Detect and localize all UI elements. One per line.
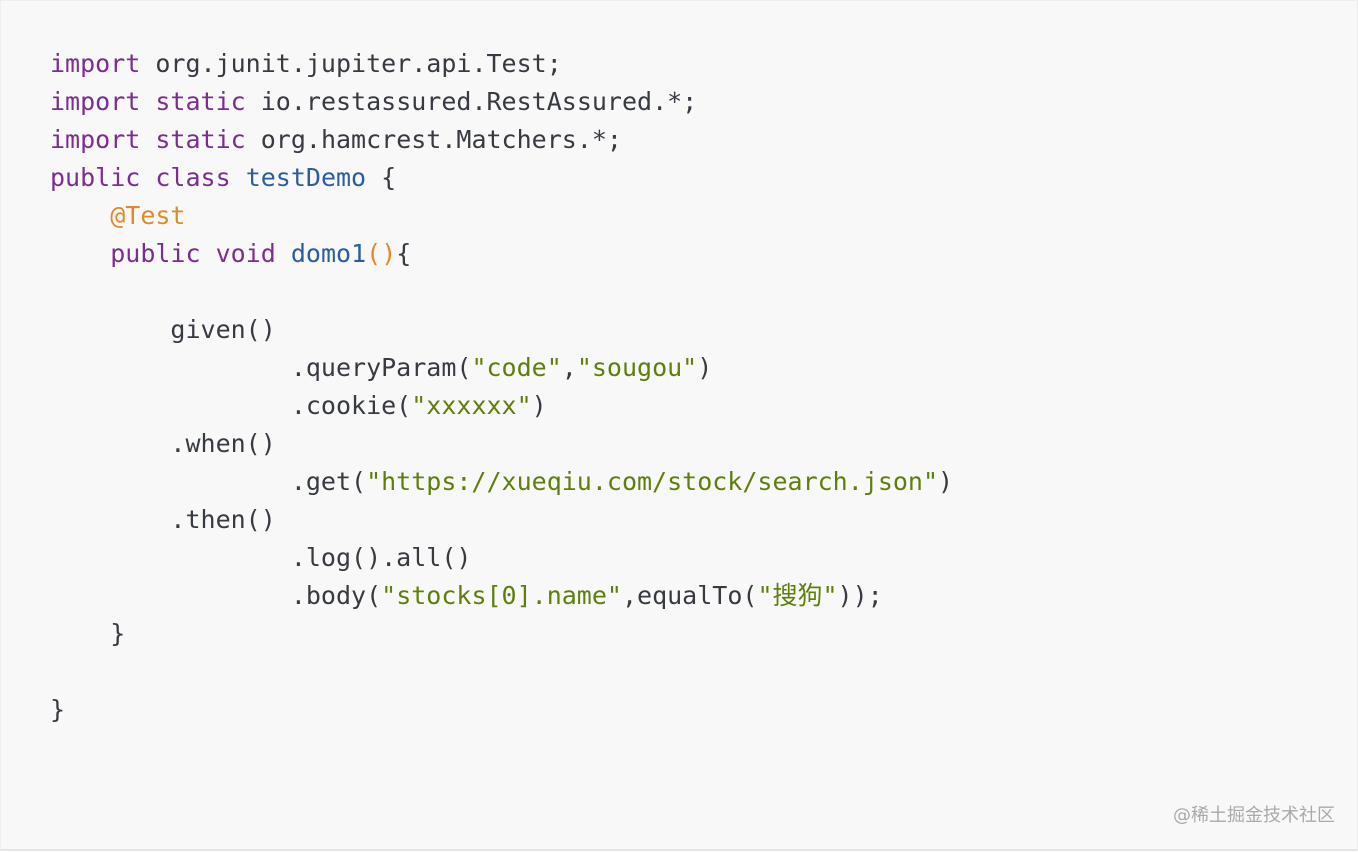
code-token: ) xyxy=(697,353,713,382)
code-token: .then() xyxy=(50,505,276,534)
code-line: .log().all() xyxy=(50,539,953,577)
code-token: given() xyxy=(50,315,276,344)
code-token: void xyxy=(215,239,276,268)
code-token: .cookie( xyxy=(50,391,412,420)
code-line: .cookie("xxxxxx") xyxy=(50,387,953,425)
code-token: } xyxy=(50,619,126,648)
code-line: public void domo1(){ xyxy=(50,235,953,273)
code-token: org.hamcrest.Matchers.*; xyxy=(245,125,622,154)
code-token: "xxxxxx" xyxy=(411,391,532,420)
watermark: @稀土掘金技术社区 xyxy=(1173,805,1335,826)
code-token: domo1 xyxy=(290,239,367,268)
code-token: "sougou" xyxy=(576,353,698,382)
code-token: ,equalTo( xyxy=(621,581,758,610)
code-token: } xyxy=(50,695,66,724)
code-line: public class testDemo { xyxy=(50,159,953,197)
code-line: } xyxy=(50,691,953,729)
code-token: { xyxy=(396,239,412,268)
code-line xyxy=(50,273,953,311)
code-token: "搜狗" xyxy=(757,581,838,610)
code-token: .queryParam( xyxy=(50,353,472,382)
code-token: import xyxy=(50,125,141,154)
code-token: import xyxy=(50,49,141,78)
code-token: "code" xyxy=(471,353,562,382)
code-token: { xyxy=(366,163,397,192)
code-token: io.restassured.RestAssured.*; xyxy=(245,87,698,116)
code-token xyxy=(276,239,291,268)
code-token: "https://xueqiu.com/stock/search.json" xyxy=(366,467,939,496)
code-token xyxy=(231,163,246,192)
code-line: given() xyxy=(50,311,953,349)
code-line: import static org.hamcrest.Matchers.*; xyxy=(50,121,953,159)
code-token: static xyxy=(155,87,246,116)
code-line: import static io.restassured.RestAssured… xyxy=(50,83,953,121)
code-token: () xyxy=(366,239,397,268)
code-token xyxy=(140,163,155,192)
code-token xyxy=(50,201,110,230)
code-token: )); xyxy=(837,581,883,610)
code-token: .log().all() xyxy=(50,543,472,572)
code-line: } xyxy=(50,615,953,653)
code-token: testDemo xyxy=(245,163,367,192)
code-line: @Test xyxy=(50,197,953,235)
code-token: .when() xyxy=(50,429,276,458)
code-token: static xyxy=(155,125,246,154)
code-token: ) xyxy=(938,467,954,496)
code-line: .get("https://xueqiu.com/stock/search.js… xyxy=(50,463,953,501)
code-token: public xyxy=(110,239,201,268)
code-line: .then() xyxy=(50,501,953,539)
code-token: .get( xyxy=(50,467,367,496)
code-token xyxy=(50,239,110,268)
code-token: "stocks[0].name" xyxy=(381,581,622,610)
code-token: public xyxy=(50,163,141,192)
code-token xyxy=(140,87,155,116)
code-token: class xyxy=(155,163,231,192)
code-token: @Test xyxy=(110,201,186,230)
code-line xyxy=(50,653,953,691)
code-token xyxy=(140,125,155,154)
code-token: org.junit.jupiter.api.Test; xyxy=(140,49,562,78)
code-token xyxy=(201,239,216,268)
code-line: .when() xyxy=(50,425,953,463)
code-token: .body( xyxy=(50,581,382,610)
code-token: ) xyxy=(531,391,547,420)
code-token: import xyxy=(50,87,141,116)
code-line: import org.junit.jupiter.api.Test; xyxy=(50,45,953,83)
code-block: import org.junit.jupiter.api.Test;import… xyxy=(50,45,953,729)
code-line: .body("stocks[0].name",equalTo("搜狗")); xyxy=(50,577,953,615)
code-line: .queryParam("code","sougou") xyxy=(50,349,953,387)
code-token: , xyxy=(561,353,577,382)
